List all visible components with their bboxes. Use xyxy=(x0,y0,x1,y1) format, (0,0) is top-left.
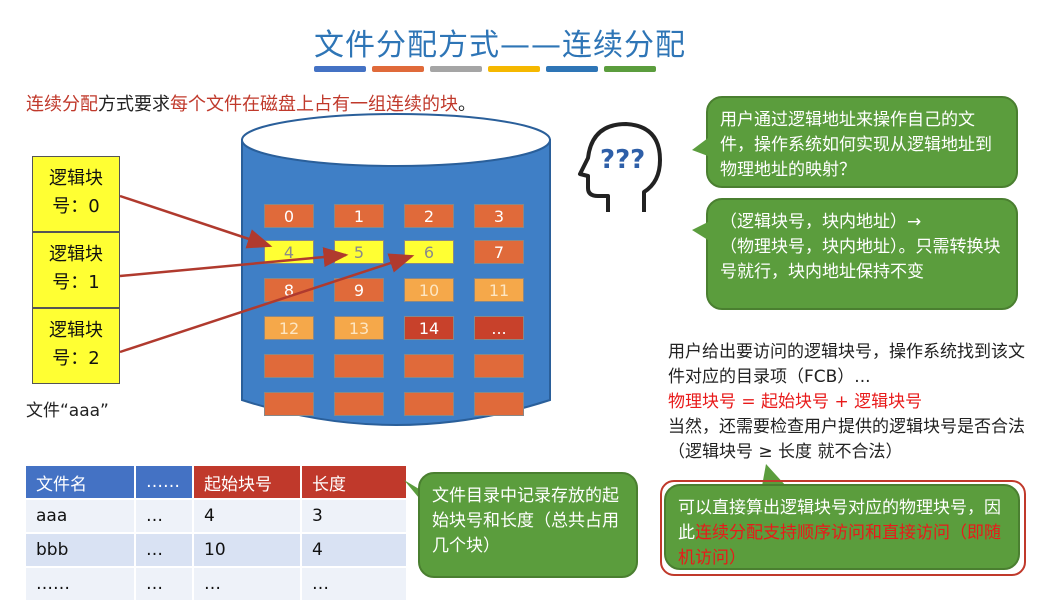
disk-block: 11 xyxy=(474,278,524,302)
logical-block-2-line2: 号：2 xyxy=(52,348,100,369)
file-label: 文件“aaa” xyxy=(26,401,109,421)
question-bubble: 用户通过逻辑地址来操作自己的文件，操作系统如何实现从逻辑地址到物理地址的映射？ xyxy=(706,96,1018,188)
col-ellipsis: …… xyxy=(134,464,194,500)
logical-block-1-line1: 逻辑块 xyxy=(49,244,103,265)
disk-block: 10 xyxy=(404,278,454,302)
mapping-bubble-line2: （物理块号，块内地址）。只需转换块号就行，块内地址保持不变 xyxy=(720,237,1001,282)
table-cell: … xyxy=(300,566,408,602)
intro-mid: 方式要求 xyxy=(98,94,170,115)
mapping-bubble-tail xyxy=(692,222,708,240)
disk-block xyxy=(404,392,454,416)
table-cell: … xyxy=(134,532,194,568)
col-start-block: 起始块号 xyxy=(192,464,302,500)
explanation-p2: 当然，还需要检查用户提供的逻辑块号是否合法（逻辑块号 ≥ 长度 就不合法） xyxy=(668,417,1025,462)
page-title: 文件分配方式——连续分配 xyxy=(314,28,686,63)
title-bar-4 xyxy=(546,66,598,72)
disk-block xyxy=(264,354,314,378)
explanation-p1: 用户给出要访问的逻辑块号，操作系统找到该文件对应的目录项（FCB）... xyxy=(668,342,1025,387)
table-cell: 3 xyxy=(300,498,408,534)
logical-block-2-line1: 逻辑块 xyxy=(49,320,103,341)
table-cell: 10 xyxy=(192,532,302,568)
disk-block: 12 xyxy=(264,316,314,340)
title-bar-1 xyxy=(372,66,424,72)
disk-block: 1 xyxy=(334,204,384,228)
col-length: 长度 xyxy=(300,464,408,500)
disk-block: 9 xyxy=(334,278,384,302)
disk-cylinder xyxy=(241,113,551,426)
disk-block: ... xyxy=(474,316,524,340)
intro-keyword: 连续分配 xyxy=(26,94,98,115)
table-cell: aaa xyxy=(24,498,136,534)
table-cell: … xyxy=(134,498,194,534)
disk-block: 3 xyxy=(474,204,524,228)
svg-text:???: ??? xyxy=(600,145,645,175)
table-cell: … xyxy=(134,566,194,602)
disk-block xyxy=(474,392,524,416)
title-bar-3 xyxy=(488,66,540,72)
arrow-0-to-4 xyxy=(119,194,273,249)
address-formula: 物理块号 = 起始块号 + 逻辑块号 xyxy=(668,392,923,412)
thinking-head-icon: ??? xyxy=(578,122,662,212)
table-row: bbb … 10 4 xyxy=(24,532,408,568)
disk-block: 13 xyxy=(334,316,384,340)
disk-block: 0 xyxy=(264,204,314,228)
table-cell: … xyxy=(192,566,302,602)
logical-block-1-line2: 号：1 xyxy=(52,272,100,293)
logical-block-1: 逻辑块 号：1 xyxy=(32,232,120,308)
access-bubble-text: 可以直接算出逻辑块号对应的物理块号，因此 xyxy=(678,498,1001,543)
table-row: aaa … 4 3 xyxy=(24,498,408,534)
intro-highlight: 每个文件在磁盘上占有一组连续的块 xyxy=(170,94,458,115)
disk-block xyxy=(404,354,454,378)
col-filename: 文件名 xyxy=(24,464,136,500)
logical-block-0-line1: 逻辑块 xyxy=(49,168,103,189)
access-bubble-highlight: 连续分配支持顺序访问和直接访问（即随机访问） xyxy=(678,523,1001,568)
mapping-bubble-line1: （逻辑块号，块内地址）→ xyxy=(720,212,922,232)
title-bar-2 xyxy=(430,66,482,72)
disk-block: 14 xyxy=(404,316,454,340)
disk-block xyxy=(264,392,314,416)
table-cell: bbb xyxy=(24,532,136,568)
table-cell: …… xyxy=(24,566,136,602)
logical-block-0-line2: 号：0 xyxy=(52,196,100,217)
arrow-1-to-5 xyxy=(119,247,349,278)
directory-bubble: 文件目录中记录存放的起始块号和长度（总共占用几个块） xyxy=(418,472,638,578)
mapping-bubble: （逻辑块号，块内地址）→ （物理块号，块内地址）。只需转换块号就行，块内地址保持… xyxy=(706,198,1018,310)
disk-block: 2 xyxy=(404,204,454,228)
disk-block xyxy=(474,354,524,378)
logical-block-2: 逻辑块 号：2 xyxy=(32,308,120,384)
disk-block: 7 xyxy=(474,240,524,264)
question-bubble-tail xyxy=(692,138,708,156)
title-color-bars xyxy=(314,66,656,72)
intro-text: 连续分配方式要求每个文件在磁盘上占有一组连续的块。 xyxy=(26,90,476,116)
intro-end: 。 xyxy=(458,94,476,115)
disk-block xyxy=(334,354,384,378)
logical-block-0: 逻辑块 号：0 xyxy=(32,156,120,232)
table-row: …… … … … xyxy=(24,566,408,602)
disk-block: 6 xyxy=(404,240,454,264)
directory-bubble-text: 文件目录中记录存放的起始块号和长度（总共占用几个块） xyxy=(432,486,619,556)
table-cell: 4 xyxy=(192,498,302,534)
access-bubble: 可以直接算出逻辑块号对应的物理块号，因此连续分配支持顺序访问和直接访问（即随机访… xyxy=(664,484,1020,570)
table-cell: 4 xyxy=(300,532,408,568)
arrow-2-to-6 xyxy=(119,253,415,354)
access-bubble-outline xyxy=(660,480,1026,576)
title-bar-0 xyxy=(314,66,366,72)
disk-block xyxy=(334,392,384,416)
question-bubble-text: 用户通过逻辑地址来操作自己的文件，操作系统如何实现从逻辑地址到物理地址的映射？ xyxy=(720,110,992,180)
title-bar-5 xyxy=(604,66,656,72)
explanation-text: 用户给出要访问的逻辑块号，操作系统找到该文件对应的目录项（FCB）... 物理块… xyxy=(668,340,1038,465)
directory-table: 文件名 …… 起始块号 长度 aaa … 4 3 bbb … 10 4 …… …… xyxy=(24,464,408,602)
